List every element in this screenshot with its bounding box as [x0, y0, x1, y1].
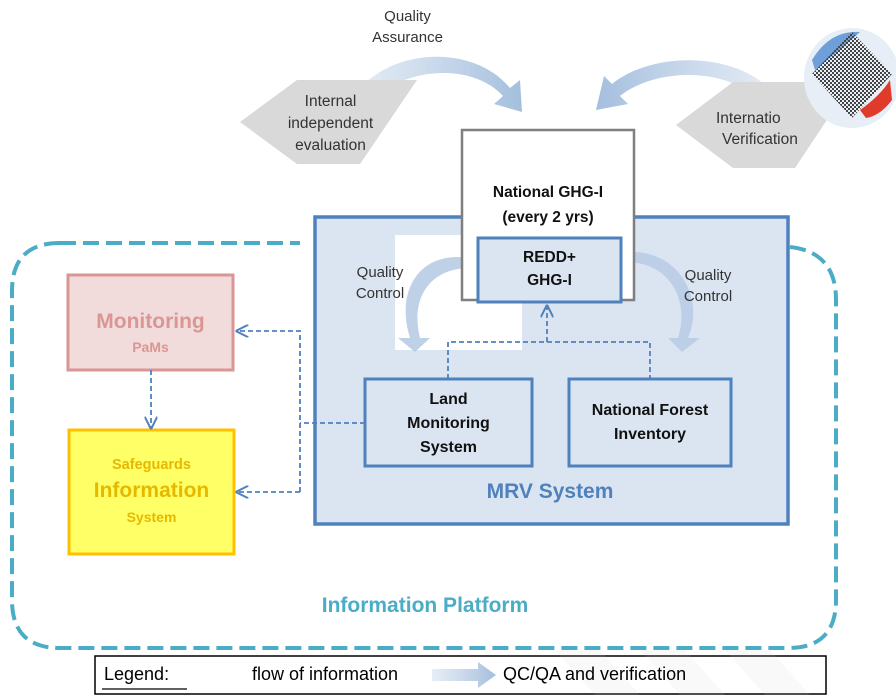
quality-assurance-label: Quality Assurance — [372, 8, 443, 46]
redd-ghgi-label: REDD+ GHG-I — [523, 249, 576, 289]
legend-qcqa-label: QC/QA and verification — [503, 664, 687, 684]
quality-assurance-arrow-left — [352, 56, 522, 112]
quality-control-arrow-right — [625, 251, 700, 352]
national-forest-inventory-box — [567, 377, 733, 468]
national-forest-inventory-label: National Forest Inventory — [591, 402, 709, 443]
mrv-system-label: MRV System — [486, 480, 614, 503]
safeguards-label: Safeguards Information System — [93, 457, 210, 525]
safeguards-box — [67, 428, 236, 556]
information-platform-boundary — [10, 241, 838, 650]
quality-control-left-label: Quality Control — [355, 264, 405, 302]
qcqa-arrow-icon — [432, 662, 496, 688]
globe-logo — [804, 28, 896, 128]
internal-evaluation-diamond — [240, 80, 417, 164]
information-platform-label: Information Platform — [321, 594, 529, 617]
national-ghgi-label: National GHG-I (every 2 yrs) — [492, 184, 604, 226]
quality-control-right-label: Quality Control — [683, 267, 733, 305]
legend-flow-label: flow of information — [252, 664, 399, 684]
watermark-chevrons — [555, 650, 810, 695]
mrv-system-box — [313, 215, 790, 526]
quality-assurance-arrow-right — [596, 60, 780, 112]
land-monitoring-label: Land Monitoring System — [407, 391, 490, 456]
redd-ghgi-box — [476, 236, 623, 304]
international-verification-label: Internatio Verification — [716, 110, 798, 148]
internal-evaluation-label: Internal independent evaluation — [287, 93, 374, 154]
land-monitoring-box — [363, 377, 534, 468]
quality-control-arrow-left — [398, 256, 470, 352]
international-verification-diamond — [676, 82, 852, 168]
monitoring-pams-label: Monitoring PaMs — [96, 310, 205, 355]
legend-title: Legend: — [104, 664, 170, 684]
